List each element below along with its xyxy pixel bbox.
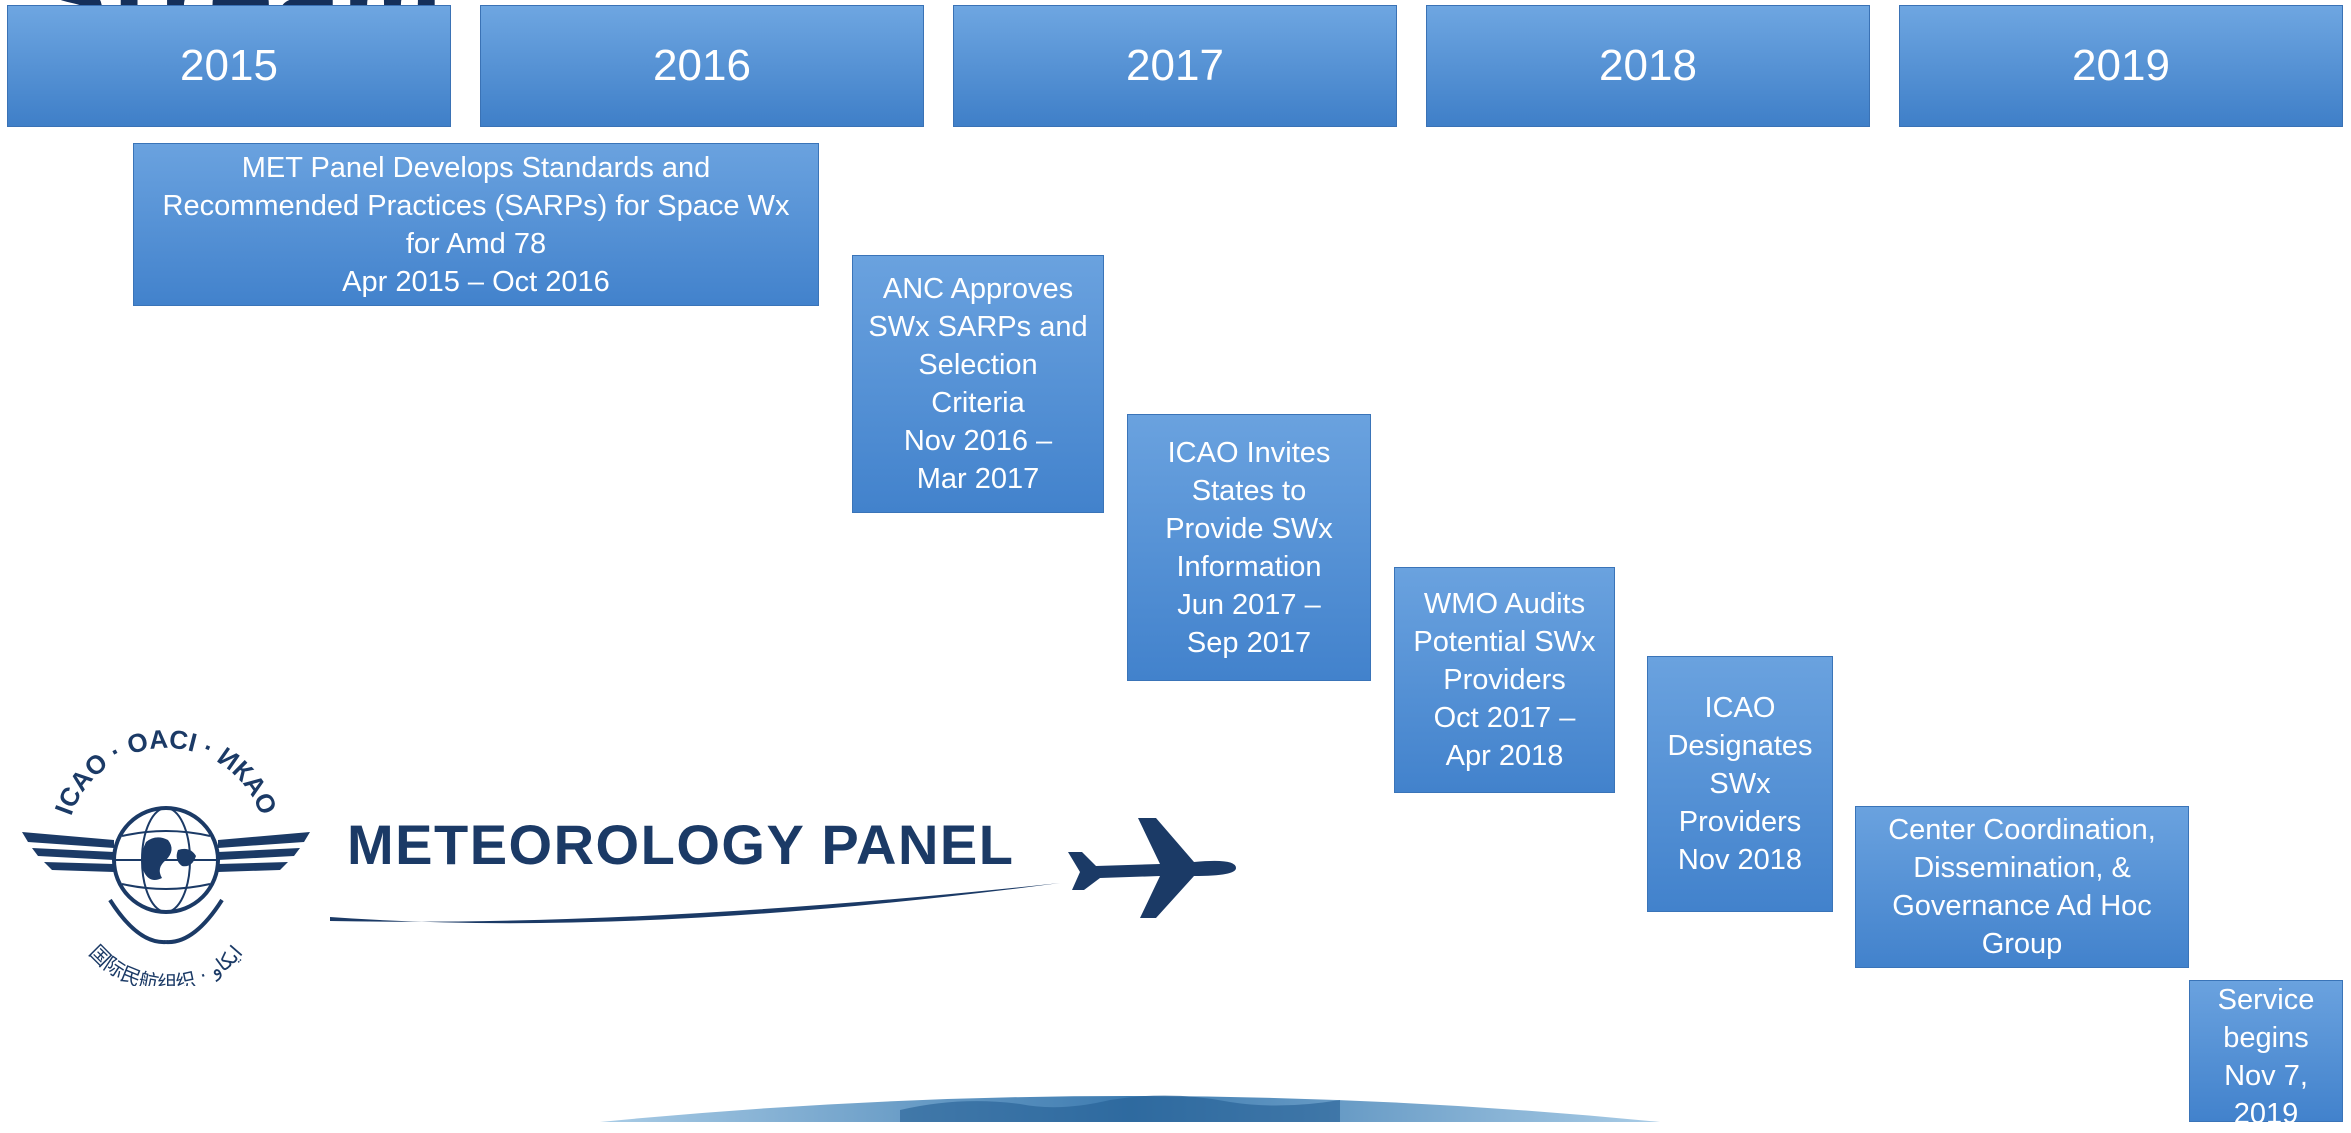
year-header-2017: 2017 <box>953 5 1397 127</box>
milestone-line: Information <box>1176 550 1322 583</box>
milestone-date: Apr 2015 – Oct 2016 <box>342 265 610 298</box>
milestone-line: Designates <box>1667 730 1813 762</box>
milestone-line: Dissemination, & <box>1913 852 2131 884</box>
milestone-date: Apr 2018 <box>1445 740 1564 772</box>
earth-horizon-image <box>600 1095 1660 1122</box>
milestone-line: ICAO Invites <box>1167 436 1331 469</box>
milestone-sarps-development: MET Panel Develops Standards and Recomme… <box>133 143 819 306</box>
milestone-line: Service <box>2217 984 2315 1016</box>
panel-swoosh-line <box>330 883 1060 924</box>
milestone-date: Jun 2017 – <box>1177 588 1321 621</box>
milestone-date: Nov 2018 <box>1677 844 1803 876</box>
milestone-line: Potential SWx <box>1413 626 1596 658</box>
year-header-2015: 2015 <box>7 5 451 127</box>
milestone-date: Mar 2017 <box>916 463 1040 495</box>
logo-lettering-bottom: 国际民航组织 · ايكاو <box>85 940 248 986</box>
milestone-line: States to <box>1191 474 1307 507</box>
milestone-line: Governance Ad Hoc <box>1892 890 2152 922</box>
milestone-line: ANC Approves <box>882 273 1074 305</box>
milestone-line: SWx <box>1709 768 1771 800</box>
milestone-line: Center Coordination, <box>1888 814 2156 846</box>
year-header-2016: 2016 <box>480 5 924 127</box>
milestone-line: Recommended Practices (SARPs) for Space … <box>162 189 790 222</box>
milestone-line: Providers <box>1678 806 1802 838</box>
milestone-line: Provide SWx <box>1165 512 1333 545</box>
milestone-line: ICAO <box>1704 692 1776 724</box>
milestone-date: Nov 2016 – <box>903 425 1053 457</box>
milestone-line: Group <box>1981 928 2063 960</box>
milestone-date: Nov 7, <box>2224 1060 2308 1092</box>
milestone-line: WMO Audits <box>1423 588 1586 620</box>
meteorology-panel-title: METEOROLOGY PANEL <box>347 813 1015 876</box>
milestone-line: Providers <box>1443 664 1566 696</box>
milestone-date: Sep 2017 <box>1186 626 1312 659</box>
milestone-wmo-audits: WMO Audits Potential SWx Providers Oct 2… <box>1394 567 1615 793</box>
milestone-date: Oct 2017 – <box>1433 702 1576 734</box>
airplane-icon <box>1068 818 1236 918</box>
milestone-line: MET Panel Develops Standards and <box>241 151 711 184</box>
logo-lettering-top: ICAO · OACI · ИКАО <box>49 730 284 819</box>
milestone-line: Criteria <box>931 387 1025 419</box>
milestone-anc-approves: ANC Approves SWx SARPs and Selection Cri… <box>852 255 1104 513</box>
milestone-line: for Amd 78 <box>405 227 547 260</box>
milestone-line: begins <box>2223 1022 2309 1054</box>
milestone-line: SWx SARPs and <box>868 311 1088 343</box>
year-header-2018: 2018 <box>1426 5 1870 127</box>
milestone-icao-invites-states: ICAO Invites States to Provide SWx Infor… <box>1127 414 1371 681</box>
milestone-service-begins: Service begins Nov 7, 2019 <box>2189 980 2343 1130</box>
milestone-center-coordination: Center Coordination, Dissemination, & Go… <box>1855 806 2189 968</box>
milestone-icao-designates: ICAO Designates SWx Providers Nov 2018 <box>1647 656 1833 912</box>
milestone-date: 2019 <box>2233 1098 2299 1130</box>
icao-emblem-logo: ICAO · OACI · ИКАО 国际民航组织 · ايكاو <box>22 730 310 986</box>
milestone-line: Selection <box>918 349 1038 381</box>
year-header-2019: 2019 <box>1899 5 2343 127</box>
